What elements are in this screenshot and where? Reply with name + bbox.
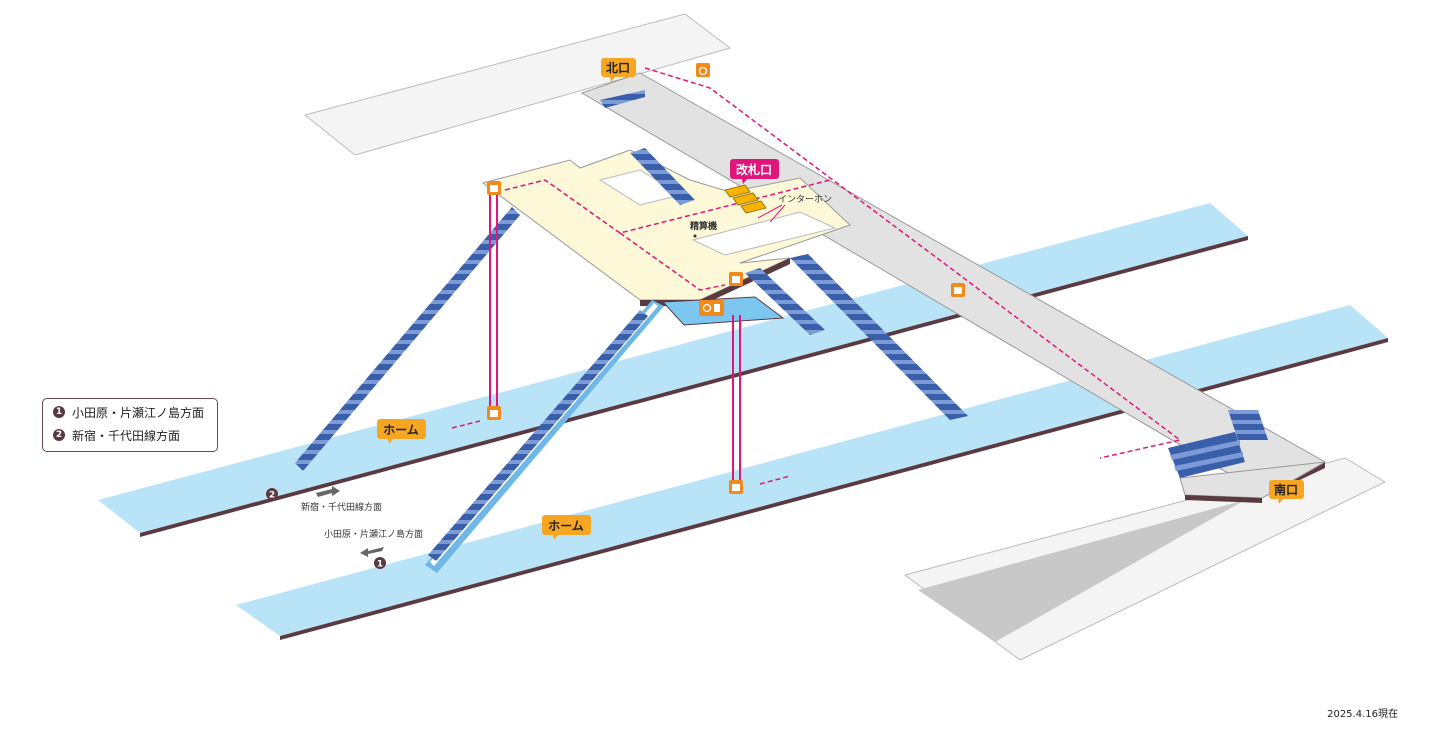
legend-item: 1 小田原・片瀬江ノ島方面 — [53, 404, 204, 420]
concourse — [481, 149, 851, 326]
south-exit-label: 南口 — [1274, 482, 1298, 497]
ticket-gates — [724, 184, 767, 214]
direction-1-label: 小田原・片瀬江ノ島方面 — [324, 528, 423, 540]
north-exit-tag: 北口 — [601, 58, 636, 82]
legend-number: 1 — [53, 406, 65, 418]
as-of-date: 2025.4.16現在 — [1327, 709, 1398, 720]
direction-1-marker: 1 小田原・片瀬江ノ島方面 — [324, 528, 423, 570]
intercom-label: インターホン — [778, 194, 832, 205]
elevator-icon — [487, 181, 501, 195]
elevator-shaft-right — [732, 315, 741, 483]
platform-upper-tag: ホーム — [377, 419, 426, 444]
south-ramp — [918, 500, 1245, 642]
north-exit-stairs — [600, 90, 645, 108]
south-exit-stairs — [1168, 410, 1268, 478]
platform-upper-label: ホーム — [383, 423, 419, 437]
stairs-left — [295, 207, 520, 471]
legend-text: 新宿・千代田線方面 — [72, 428, 181, 443]
north-exit-label: 北口 — [606, 60, 630, 75]
platform-lower-tag: ホーム — [542, 515, 591, 540]
stairs-right-1 — [745, 268, 825, 335]
direction-2-marker: 2 新宿・千代田線方面 — [266, 486, 382, 513]
fare-machine-label: 精算機 — [690, 220, 717, 232]
south-exit-tag: 南口 — [1269, 480, 1304, 504]
north-street-block — [303, 13, 732, 156]
legend-item: 2 新宿・千代田線方面 — [53, 427, 180, 443]
ticket-gate-label: 改札口 — [736, 162, 772, 177]
elevator-shaft-left — [489, 195, 498, 410]
multi-toilet-icon — [699, 300, 724, 316]
escalator[interactable] — [425, 300, 664, 573]
accessible-route — [451, 67, 1182, 485]
stairs-top — [630, 148, 695, 205]
wheelchair-icon — [696, 63, 710, 77]
elevator-icon — [729, 480, 743, 494]
svg-text:2: 2 — [269, 491, 275, 501]
direction-2-label: 新宿・千代田線方面 — [301, 501, 382, 513]
stairs-right-2 — [790, 254, 968, 420]
platform-lower-label: ホーム — [548, 519, 584, 533]
ticket-gate-tag: 改札口 — [730, 159, 779, 184]
svg-text:1: 1 — [377, 560, 383, 570]
elevator-icon — [487, 406, 501, 420]
legend: 1 小田原・片瀬江ノ島方面 2 新宿・千代田線方面 — [42, 398, 218, 452]
legend-text: 小田原・片瀬江ノ島方面 — [72, 405, 205, 420]
elevator-icon — [729, 272, 743, 286]
legend-number: 2 — [53, 429, 65, 441]
toilet-icon — [951, 283, 965, 297]
